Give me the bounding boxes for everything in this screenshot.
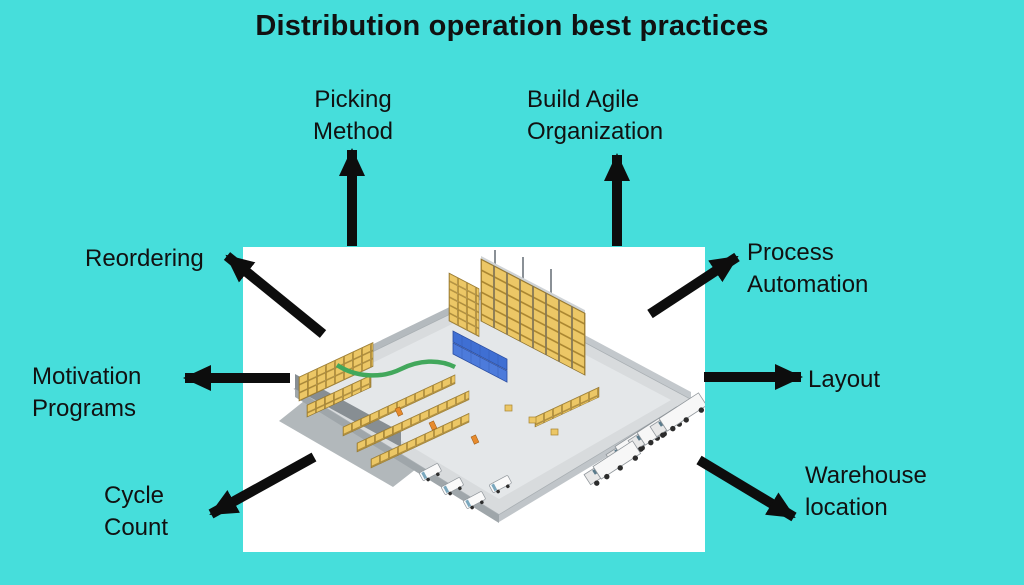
dock-trucks [583,392,705,486]
delivery-vans [419,463,512,510]
warehouse-illustration [243,247,705,552]
forklifts [394,406,480,445]
label-cycle-count: Cycle Count [104,482,169,541]
conveyor-belt [335,359,457,378]
label-reordering: Reordering [85,245,204,272]
arrow-warehouse-location [696,455,797,522]
label-motivation-programs: Motivation Programs [32,363,142,422]
page-title: Distribution operation best practices [255,10,769,42]
left-racks [298,342,374,418]
label-process-automation: Process Automation [747,239,869,298]
blue-containers [452,330,508,383]
tall-racking [448,256,586,376]
warehouse-panel [243,247,705,552]
label-build-agile-organization: Build Agile Organization [527,86,664,145]
front-pallet-rows [342,374,600,469]
loose-crates [504,404,559,436]
dock-apron [279,397,425,487]
label-warehouse-location: Warehouse location [805,462,927,521]
label-layout: Layout [808,366,881,393]
label-picking-method: Picking Method [312,86,394,145]
